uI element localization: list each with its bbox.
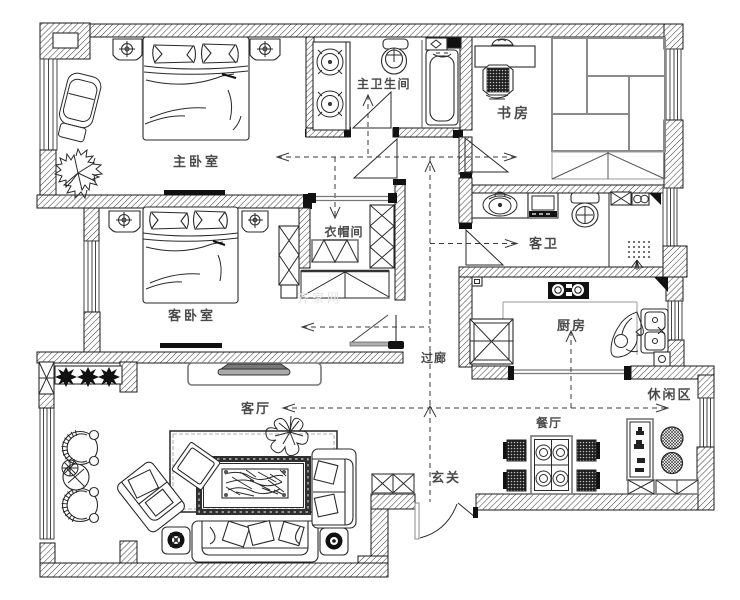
svg-text:休闲区: 休闲区	[646, 387, 692, 402]
svg-text:主卫生间: 主卫生间	[357, 76, 411, 91]
svg-text:主卧室: 主卧室	[173, 154, 221, 169]
svg-text:客卧室: 客卧室	[168, 308, 216, 323]
svg-text:衣帽间: 衣帽间	[324, 224, 363, 239]
svg-text:客厅: 客厅	[241, 401, 271, 416]
svg-text:过廊: 过廊	[421, 350, 447, 365]
svg-text:齐家网: 齐家网	[297, 290, 342, 305]
svg-text:书房: 书房	[497, 105, 531, 121]
svg-text:餐厅: 餐厅	[536, 415, 562, 430]
svg-text:客卫: 客卫	[529, 236, 559, 251]
svg-text:玄关: 玄关	[431, 470, 461, 485]
svg-text:厨房: 厨房	[557, 318, 587, 333]
